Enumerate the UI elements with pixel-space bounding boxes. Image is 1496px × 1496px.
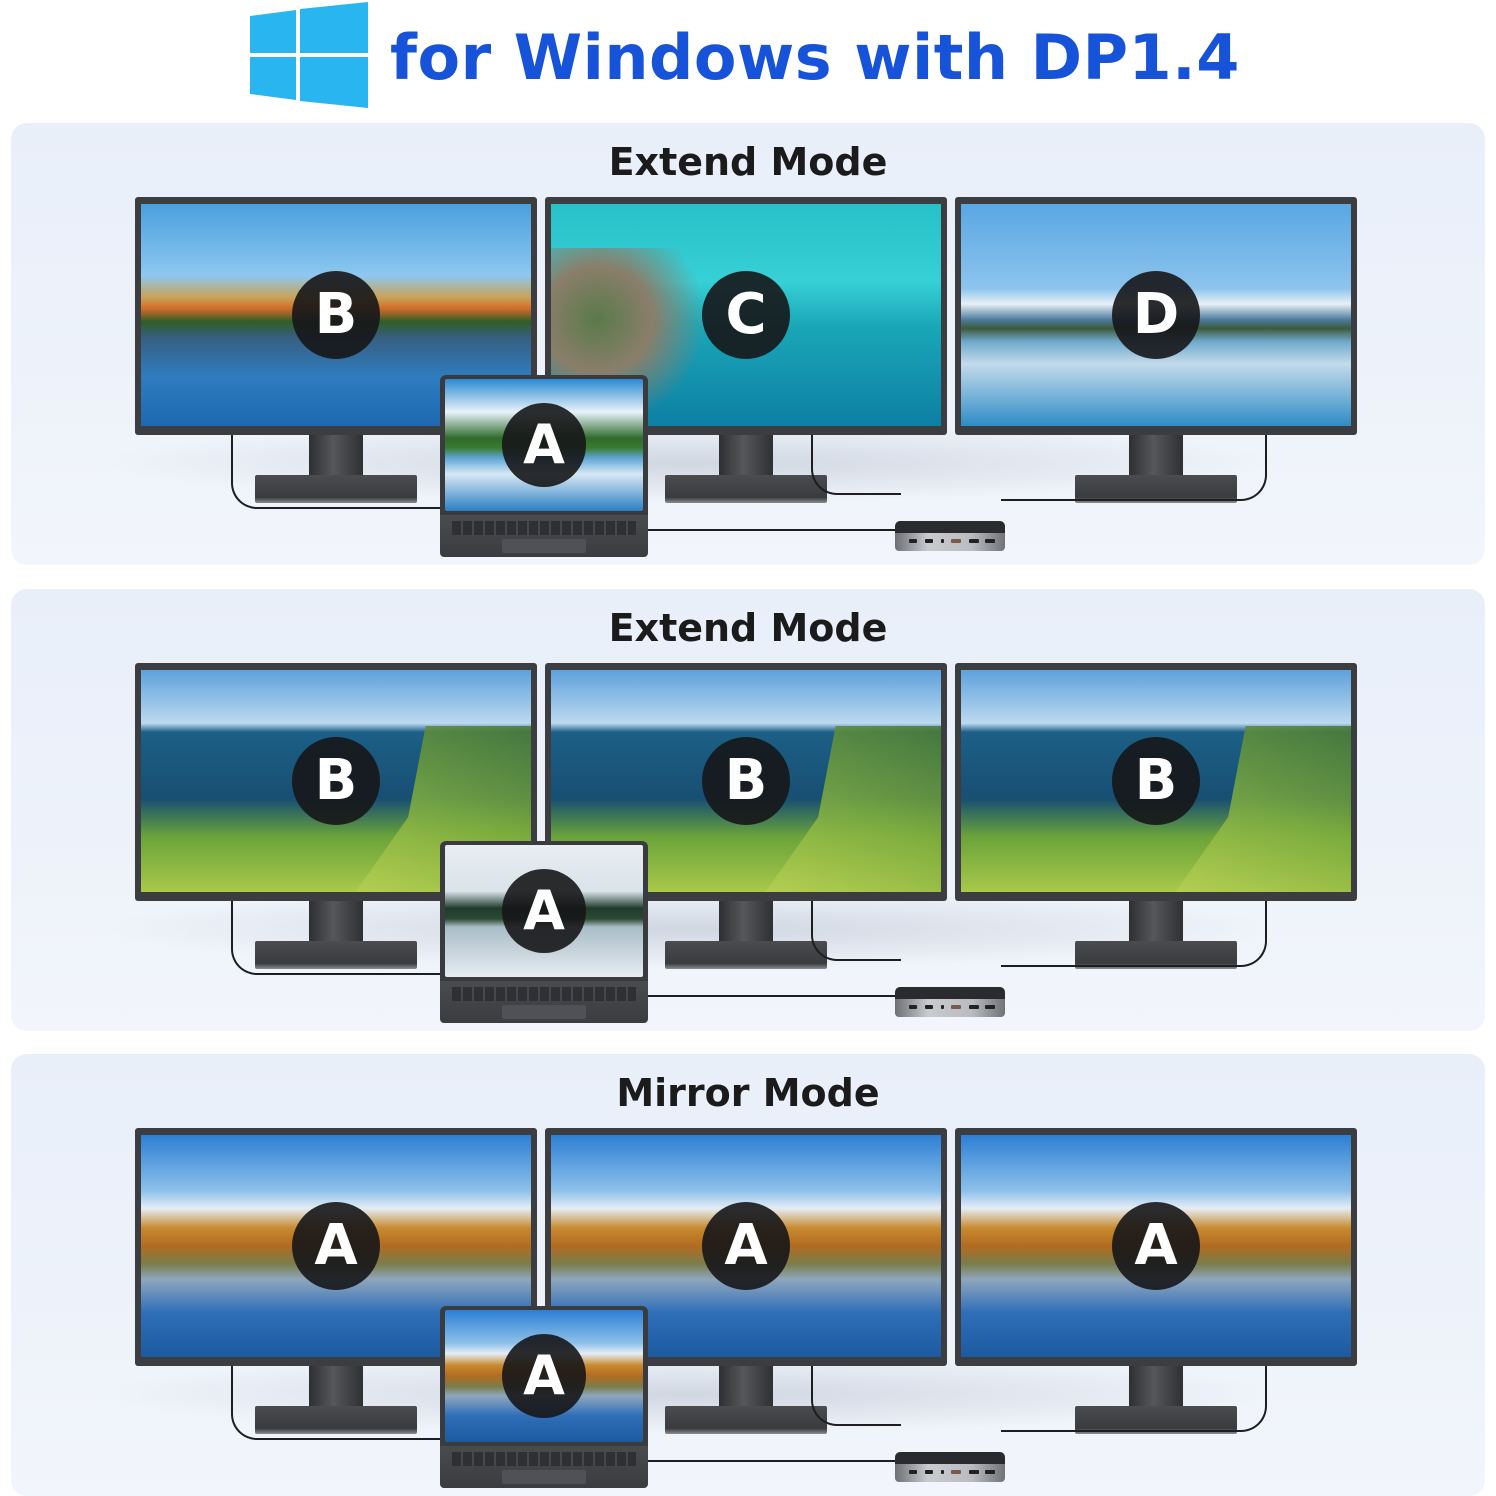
panel-title: Extend Mode: [608, 606, 888, 650]
docking-station: [895, 987, 1005, 1017]
monitor-base: [1075, 475, 1237, 503]
cable: [1001, 1366, 1267, 1432]
trackpad: [502, 539, 586, 553]
monitor-screen: D: [961, 204, 1351, 426]
docking-station: [895, 521, 1005, 551]
cable: [648, 1460, 898, 1462]
header: for Windows with DP1.4: [0, 0, 1496, 118]
monitor-center: A: [545, 1128, 947, 1366]
cable: [231, 1366, 443, 1440]
display-badge: A: [292, 1202, 380, 1290]
display-badge: D: [1112, 271, 1200, 359]
keyboard: [452, 987, 636, 1001]
display-badge: B: [292, 737, 380, 825]
cable: [231, 435, 443, 509]
laptop-base: [440, 981, 648, 1023]
monitor-base: [665, 475, 827, 503]
monitor-screen: A: [551, 1135, 941, 1357]
docking-station: [895, 1452, 1005, 1482]
monitor-base: [1075, 941, 1237, 969]
laptop-screen: A: [445, 379, 643, 511]
laptop: A: [440, 841, 648, 1025]
keyboard: [452, 521, 636, 535]
display-badge: A: [502, 1334, 586, 1418]
laptop: A: [440, 1306, 648, 1490]
monitor-center: B: [545, 663, 947, 901]
laptop-lid: A: [440, 375, 648, 515]
display-badge: A: [1112, 1202, 1200, 1290]
mirror-mode-panel: Mirror Mode A A A A: [11, 1054, 1485, 1496]
monitor-screen: A: [961, 1135, 1351, 1357]
monitor-base: [665, 941, 827, 969]
laptop-screen: A: [445, 1310, 643, 1442]
monitor-base: [665, 1406, 827, 1434]
monitor-right: A: [955, 1128, 1357, 1366]
laptop-screen: A: [445, 845, 643, 977]
laptop-base: [440, 1446, 648, 1488]
cable: [811, 1366, 901, 1426]
cable: [231, 901, 443, 975]
monitor-right: D: [955, 197, 1357, 435]
cable: [648, 995, 898, 997]
panel-title: Extend Mode: [608, 140, 888, 184]
monitor-right: B: [955, 663, 1357, 901]
cable: [648, 529, 898, 531]
cable: [1001, 901, 1267, 967]
display-badge: B: [1112, 737, 1200, 825]
display-badge: A: [502, 403, 586, 487]
panel-title: Mirror Mode: [616, 1071, 880, 1115]
extend-mode-panel-1: Extend Mode B C D A: [11, 123, 1485, 565]
trackpad: [502, 1005, 586, 1019]
display-badge: B: [292, 271, 380, 359]
monitor-base: [255, 1406, 417, 1434]
cable: [811, 435, 901, 495]
trackpad: [502, 1470, 586, 1484]
extend-mode-panel-2: Extend Mode B B B A: [11, 589, 1485, 1031]
windows-logo-icon: [250, 2, 368, 108]
monitor-left: B: [135, 197, 537, 435]
monitor-base: [255, 941, 417, 969]
display-badge: A: [502, 869, 586, 953]
keyboard: [452, 1452, 636, 1466]
page-title: for Windows with DP1.4: [390, 21, 1240, 94]
laptop-base: [440, 515, 648, 557]
cable: [811, 901, 901, 961]
display-badge: B: [702, 737, 790, 825]
display-badge: C: [702, 271, 790, 359]
cable: [1001, 435, 1267, 501]
monitor-screen: B: [961, 670, 1351, 892]
laptop-lid: A: [440, 1306, 648, 1446]
laptop-lid: A: [440, 841, 648, 981]
display-badge: A: [702, 1202, 790, 1290]
laptop: A: [440, 375, 648, 559]
monitor-base: [255, 475, 417, 503]
monitor-base: [1075, 1406, 1237, 1434]
